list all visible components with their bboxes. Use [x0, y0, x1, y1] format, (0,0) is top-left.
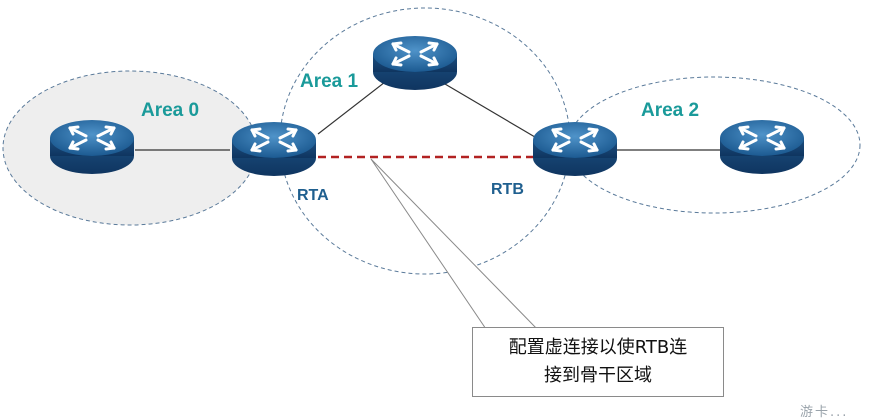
router-rta	[230, 120, 318, 178]
area2-label: Area 2	[641, 100, 699, 121]
callout-line2: 接到骨干区域	[544, 365, 652, 386]
area1-label: Area 1	[300, 71, 359, 92]
router-area0	[48, 118, 136, 176]
area2-region	[567, 76, 861, 214]
rta-label: RTA	[297, 187, 329, 204]
link-rta-area1	[317, 81, 386, 135]
watermark: 游卡...	[800, 405, 849, 420]
router-area1	[371, 34, 459, 92]
router-area2	[718, 118, 806, 176]
callout-line1: 配置虚连接以使RTB连	[508, 337, 688, 358]
router-rtb	[531, 120, 619, 178]
callout-box: 配置虚连接以使RTB连 接到骨干区域	[472, 327, 724, 397]
link-area1-rtb	[444, 83, 541, 141]
rtb-label: RTB	[491, 181, 524, 198]
area0-label: Area 0	[141, 100, 199, 121]
